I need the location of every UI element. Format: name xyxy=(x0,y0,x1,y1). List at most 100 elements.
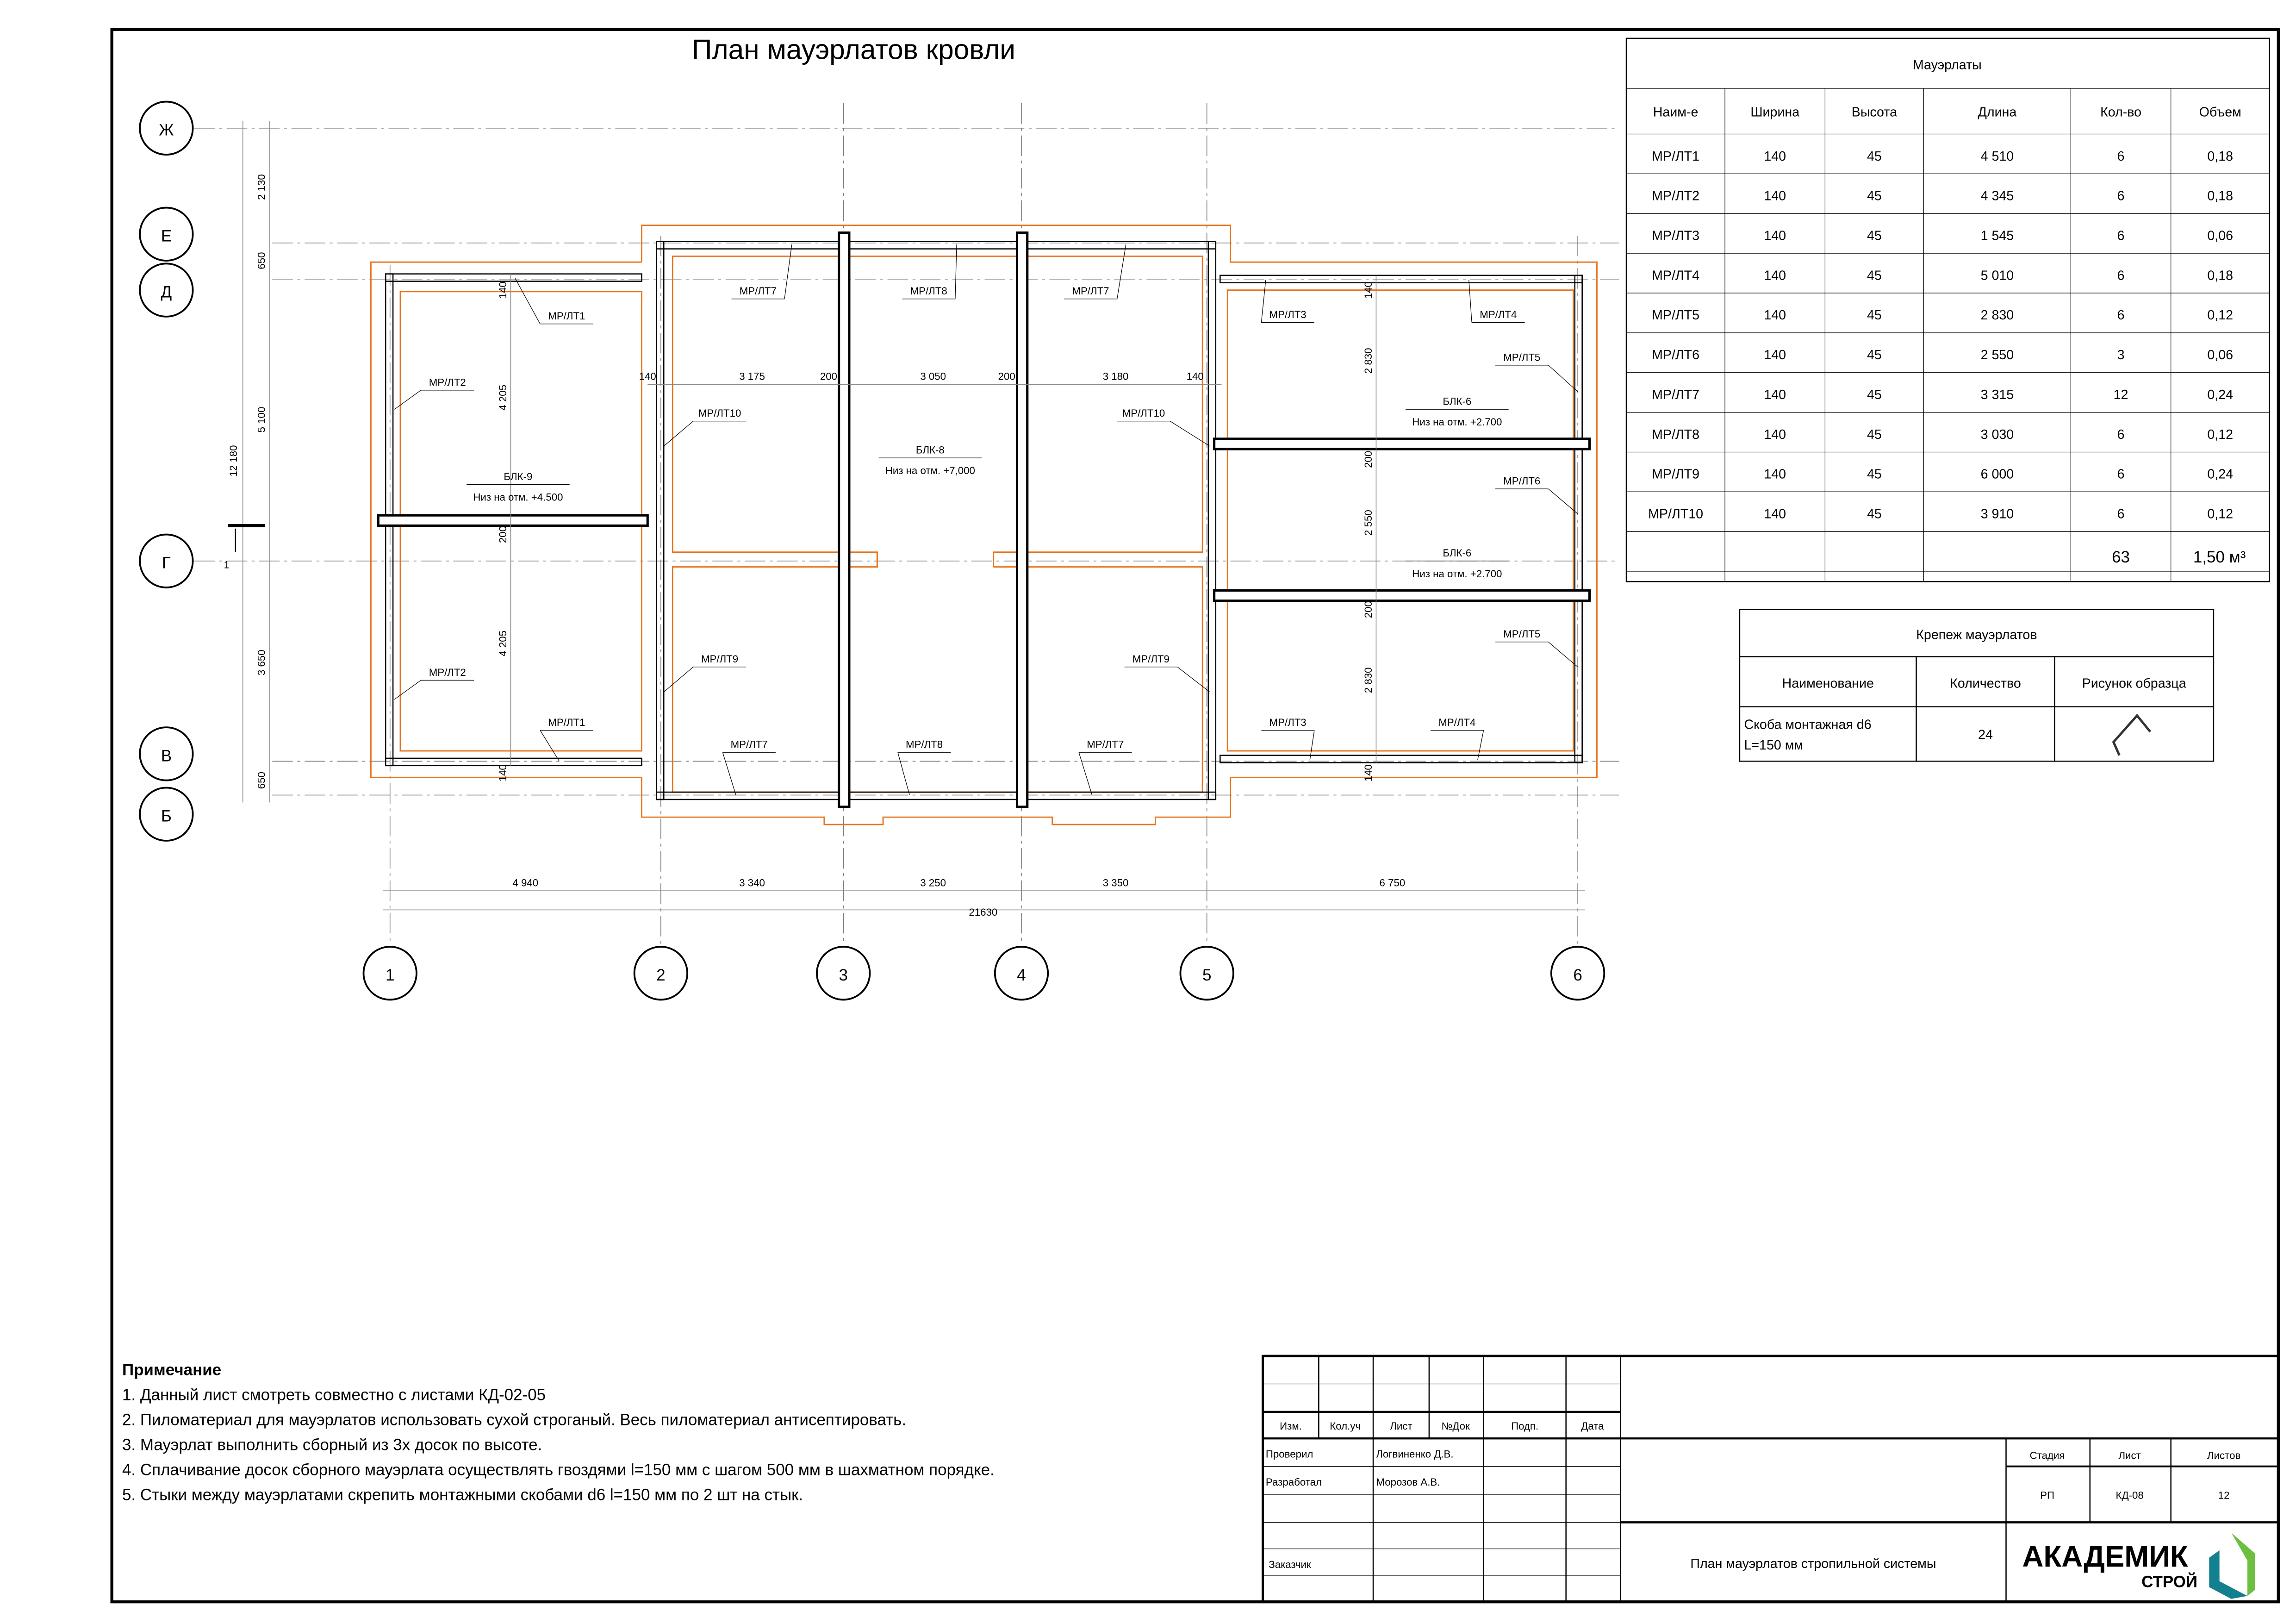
table-cell: 140 xyxy=(1764,229,1786,244)
axis-row-label: Б xyxy=(161,807,172,825)
table-header: Ширина xyxy=(1750,105,1799,119)
sheets-value: 12 xyxy=(2218,1490,2230,1501)
table-cell: 6 xyxy=(2117,308,2125,323)
mauerlat-label: МР/ЛТ4 xyxy=(1480,309,1517,320)
axis-row-label: Ж xyxy=(159,121,174,139)
dimension-value: 2 550 xyxy=(1363,510,1374,536)
beam-blk9 xyxy=(377,514,649,527)
table-cell: 140 xyxy=(1764,427,1786,442)
axis-bubble xyxy=(139,262,194,318)
drawing-title: План мауэрлатов кровли xyxy=(692,33,1015,65)
total-volume: 1,50 м³ xyxy=(2193,548,2246,566)
checked-name: Логвиненко Д.В. xyxy=(1376,1448,1453,1460)
table-cell: 0,18 xyxy=(2207,189,2233,204)
table-cell: 0,24 xyxy=(2207,387,2233,402)
axis-row-label: Г xyxy=(162,554,171,572)
axis-row-label: В xyxy=(161,747,172,765)
beam-level: Низ на отм. +7,000 xyxy=(885,465,975,476)
table-cell: 45 xyxy=(1867,268,1882,283)
sheets-label: Листов xyxy=(2207,1450,2240,1462)
mauerlat-label: МР/ЛТ2 xyxy=(429,376,466,388)
dimension-value: 650 xyxy=(255,772,267,789)
dimension-total: 12 180 xyxy=(228,445,239,477)
table-cell: МР/ЛТ10 xyxy=(1648,507,1703,522)
table-cell: 2 830 xyxy=(1981,308,2014,323)
dimension-value: 4 205 xyxy=(497,631,509,656)
leader-line xyxy=(784,244,792,299)
table-cell: 6 xyxy=(2117,427,2125,442)
table-cell: 45 xyxy=(1867,348,1882,362)
table-header: Длина xyxy=(1978,105,2017,119)
fastener-qty: 24 xyxy=(1978,728,1993,743)
beam-level: Низ на отм. +4.500 xyxy=(473,491,563,503)
leader-line xyxy=(663,667,694,693)
table-cell: 140 xyxy=(1764,308,1786,323)
dimension-value: 200 xyxy=(1363,451,1374,468)
table-cell: 140 xyxy=(1764,189,1786,204)
dimension-value: 3 050 xyxy=(920,371,946,382)
checked-label: Проверил xyxy=(1266,1448,1313,1460)
dimension-value: 3 250 xyxy=(920,877,946,889)
stage-value: РП xyxy=(2040,1490,2054,1501)
table-header: Кол-во xyxy=(2100,105,2141,119)
table-header: Наим-е xyxy=(1653,105,1699,119)
dimension-value: 140 xyxy=(1363,764,1374,781)
leader-line xyxy=(1548,365,1578,392)
revision-column-header: Лист xyxy=(1390,1420,1412,1432)
beam-level: Низ на отм. +2.700 xyxy=(1412,416,1502,428)
axis-column-label: 3 xyxy=(839,966,847,984)
dimension-value: 140 xyxy=(1187,371,1204,382)
table-cell: 0,12 xyxy=(2207,308,2233,323)
dimension-value: 3 650 xyxy=(255,650,267,675)
table-cell: 0,06 xyxy=(2207,229,2233,244)
mauerlat-label: МР/ЛТ5 xyxy=(1503,351,1540,363)
logo-mark-icon xyxy=(2231,1532,2255,1596)
dimension-value: 650 xyxy=(255,252,267,269)
beam-blk8-b xyxy=(1015,231,1029,808)
fastener-item-name: Скоба монтажная d6 xyxy=(1744,717,1871,732)
fastener-table-title: Крепеж мауэрлатов xyxy=(1916,627,2037,642)
table-cell: 6 xyxy=(2117,467,2125,482)
leader-line xyxy=(1548,642,1578,668)
mauerlat-label: МР/ЛТ7 xyxy=(740,285,777,297)
leader-line xyxy=(955,244,957,299)
table-cell: 0,24 xyxy=(2207,467,2233,482)
table-cell: 0,12 xyxy=(2207,507,2233,522)
mauerlat-label: МР/ЛТ9 xyxy=(1132,653,1170,665)
dimension-value: 6 750 xyxy=(1380,877,1406,889)
revision-column-header: Кол.уч xyxy=(1330,1420,1361,1432)
table-cell: 4 510 xyxy=(1981,149,2014,164)
stage-label: Стадия xyxy=(2030,1450,2065,1462)
dimension-value: 200 xyxy=(1363,601,1374,618)
axis-bubble xyxy=(1550,946,1605,1001)
beam-name: БЛК-6 xyxy=(1443,396,1471,407)
axis-column-label: 6 xyxy=(1573,966,1582,984)
table-cell: МР/ЛТ5 xyxy=(1652,308,1699,323)
revision-column-header: Подп. xyxy=(1511,1420,1538,1432)
axis-row-label: Е xyxy=(161,227,172,245)
table-cell: 6 xyxy=(2117,149,2125,164)
table-cell: 45 xyxy=(1867,149,1882,164)
axis-column-label: 4 xyxy=(1017,966,1026,984)
dimension-value: 4 940 xyxy=(512,877,538,889)
axis-column-label: 2 xyxy=(656,966,665,984)
beams xyxy=(377,231,1591,808)
logo-mark-teal-icon xyxy=(2209,1550,2248,1599)
mauerlat-label: МР/ЛТ7 xyxy=(1072,285,1109,297)
revision-column-header: №Док xyxy=(1441,1420,1470,1432)
table-cell: 0,18 xyxy=(2207,268,2233,283)
axis-bubble xyxy=(1179,946,1234,1001)
mauerlat-label: МР/ЛТ4 xyxy=(1438,717,1475,728)
note-item: 1. Данный лист смотреть совместно с лист… xyxy=(122,1386,546,1404)
table-cell: 4 345 xyxy=(1981,189,2014,204)
staple-icon xyxy=(2112,713,2152,756)
table-cell: МР/ЛТ3 xyxy=(1652,229,1699,244)
table-cell: 45 xyxy=(1867,467,1882,482)
